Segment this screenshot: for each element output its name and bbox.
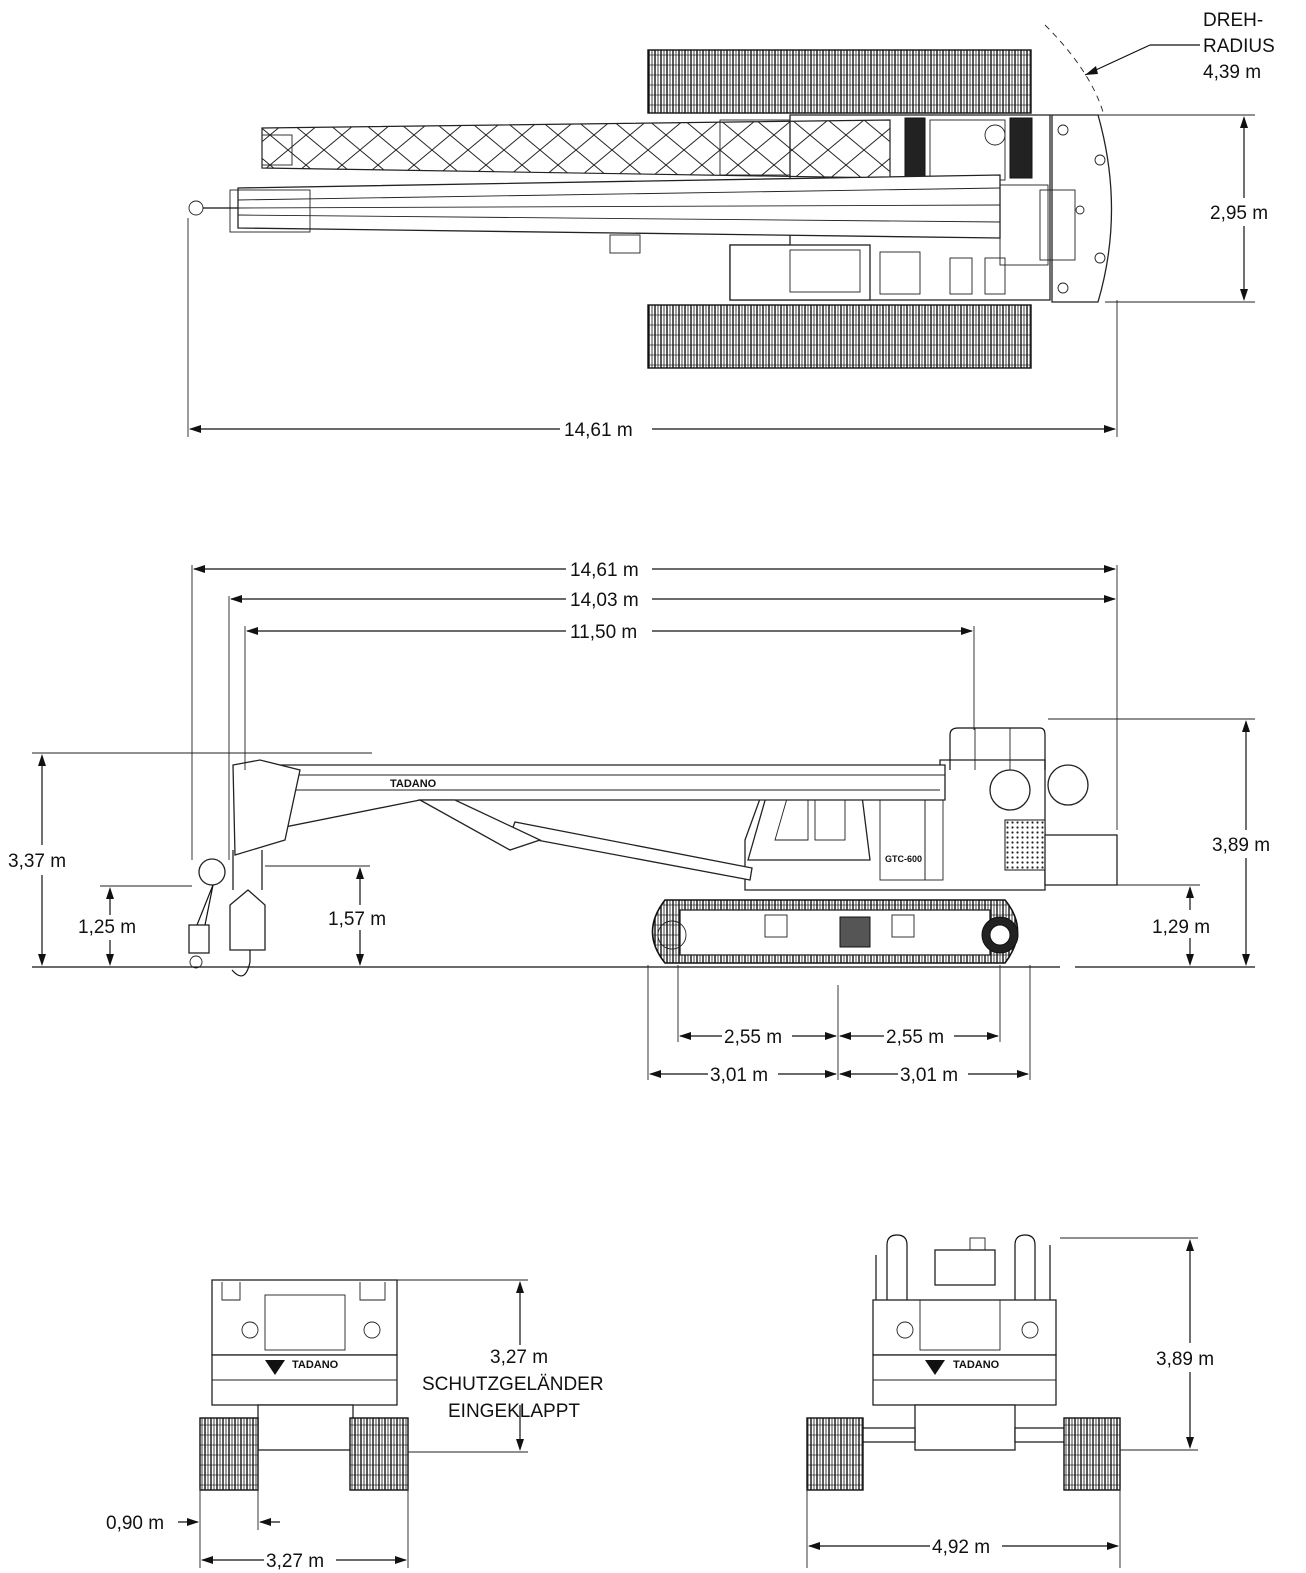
side-tumbler-half-right: 2,55 m — [886, 1027, 944, 1048]
side-brand: TADANO — [390, 778, 437, 790]
side-boom-length: 11,50 m — [570, 622, 637, 643]
side-view: TADANO GTC-600 14,61 m 14,03 m — [8, 560, 1270, 1086]
swing-radius-line1: DREH- — [1203, 10, 1263, 31]
side-length-to-sheave: 14,03 m — [570, 590, 639, 611]
rear-folded-shoe-width: 0,90 m — [106, 1513, 164, 1534]
rear-extended-brand: TADANO — [953, 1359, 1000, 1371]
side-track-half-left: 3,01 m — [710, 1065, 768, 1086]
top-length-dim: 14,61 m — [564, 420, 633, 441]
rear-folded-track-right — [349, 1417, 409, 1491]
top-track-lower — [647, 304, 1032, 369]
side-counterweight-height: 1,29 m — [1152, 917, 1210, 938]
rear-view-extended: TADANO 3,89 m 4,92 m — [806, 1234, 1214, 1568]
side-tumbler-half-left: 2,55 m — [724, 1027, 782, 1048]
rear-extended-track-right — [1063, 1417, 1121, 1491]
rear-extended-track-left — [806, 1417, 864, 1491]
top-track-upper — [647, 49, 1032, 114]
top-counterweight — [1051, 114, 1113, 303]
rear-folded-brand: TADANO — [292, 1359, 339, 1371]
side-hook-block — [229, 889, 266, 951]
rear-extended-width: 4,92 m — [932, 1537, 990, 1558]
top-width-dim: 2,95 m — [1210, 203, 1268, 224]
rear-folded-height-line2: SCHUTZGELÄNDER — [422, 1374, 604, 1395]
top-cab — [729, 244, 871, 301]
side-ball-hook — [188, 924, 210, 954]
rear-folded-height-line3: EINGEKLAPPT — [448, 1401, 580, 1422]
side-block-height: 1,57 m — [328, 909, 386, 930]
top-lattice-jib — [261, 119, 891, 179]
rear-folded-track-left — [199, 1417, 259, 1491]
side-overall-length: 14,61 m — [570, 560, 639, 581]
side-counterweight — [1044, 834, 1118, 886]
side-total-height-right: 3,89 m — [1212, 835, 1270, 856]
rear-view-folded: TADANO 3,27 m SCHUTZGELÄNDER EINGEKLAPPT… — [106, 1279, 604, 1572]
swing-radius-line3: 4,39 m — [1203, 62, 1261, 83]
top-view: DREH- RADIUS 4,39 m 2,95 m 14,61 m — [187, 10, 1275, 441]
side-track-half-right: 3,01 m — [900, 1065, 958, 1086]
rear-folded-height-line1: 3,27 m — [490, 1347, 548, 1368]
side-model: GTC-600 — [885, 854, 922, 864]
side-total-height-left: 3,37 m — [8, 851, 66, 872]
swing-radius-line2: RADIUS — [1203, 36, 1275, 57]
rear-folded-width: 3,27 m — [266, 1551, 324, 1572]
rear-extended-height: 3,89 m — [1156, 1349, 1214, 1370]
side-hook-height: 1,25 m — [78, 917, 136, 938]
